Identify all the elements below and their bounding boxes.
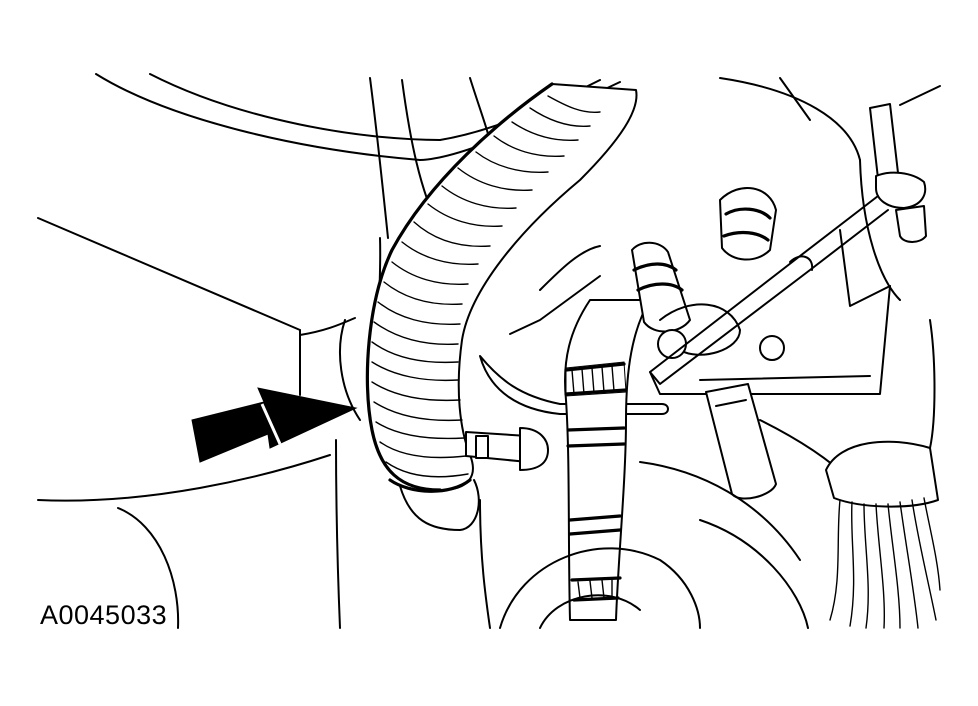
- corrugated-conduit: [365, 82, 638, 531]
- wire-connector: [825, 319, 941, 629]
- wrapped-harness: [564, 299, 651, 621]
- grommet-area: [631, 186, 785, 361]
- bracket-arm: [479, 245, 669, 415]
- figure-id-label: A0045033: [40, 600, 168, 630]
- linkage-bracket: [649, 103, 927, 500]
- pipe-fitting: [465, 427, 549, 471]
- callout-arrow-icon: [191, 387, 358, 463]
